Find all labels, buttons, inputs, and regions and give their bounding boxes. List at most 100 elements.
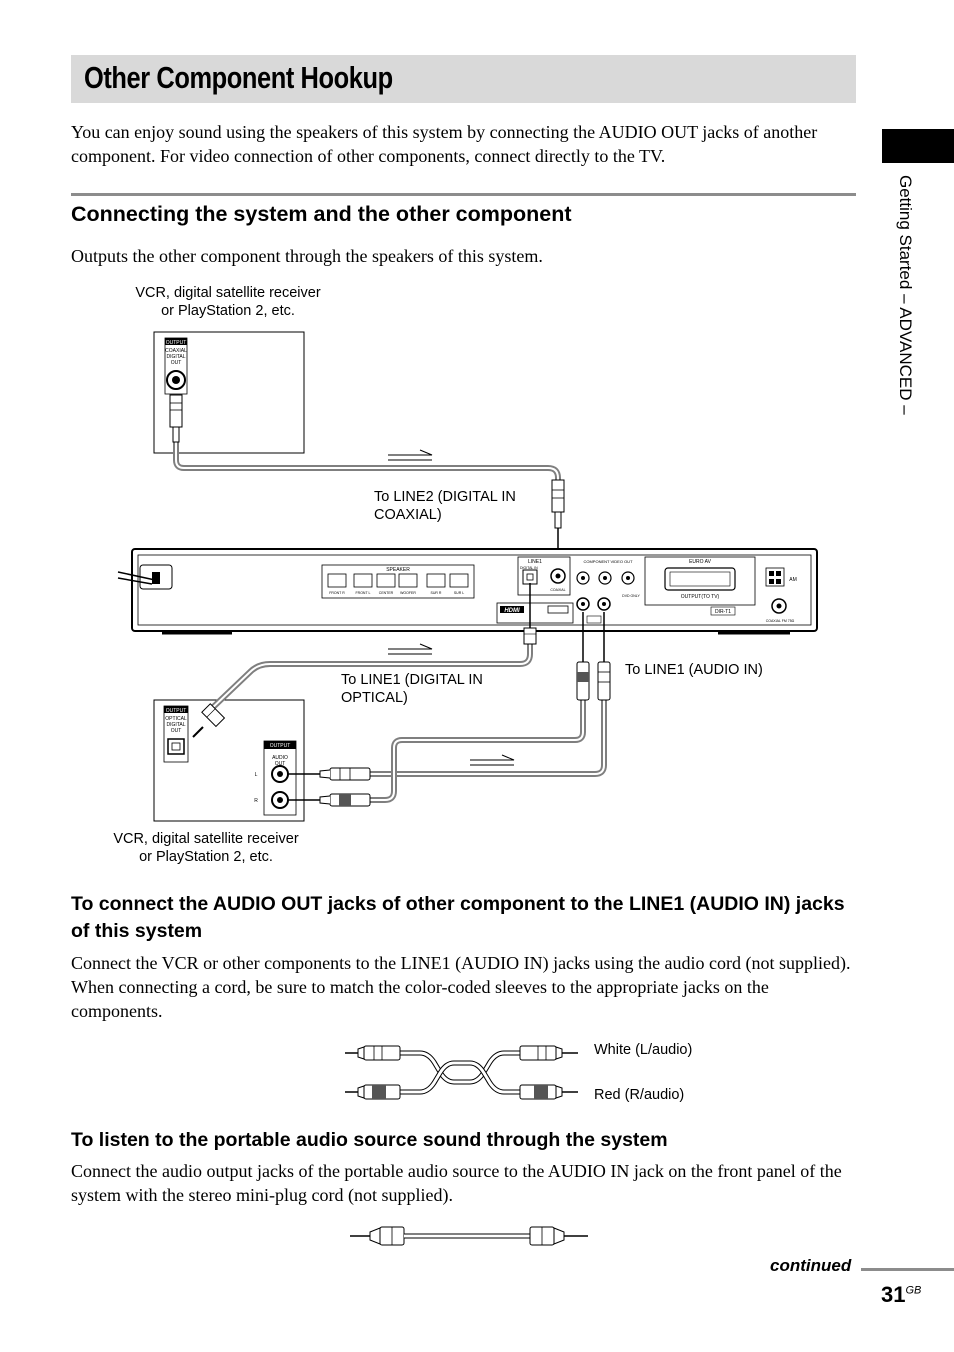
hdmi-text: HDMI	[504, 608, 520, 614]
line2-label-line1: To LINE2 (DIGITAL IN	[374, 489, 516, 505]
section-text: Outputs the other component through the …	[71, 246, 543, 266]
audio-in-r-jack	[597, 597, 611, 611]
center-text: CENTER	[379, 591, 394, 595]
speaker-text: SPEAKER	[386, 567, 410, 573]
bottom-device-box	[153, 699, 305, 822]
audio-out-r-jack	[271, 791, 289, 809]
portable-audio-paragraph: Connect the audio output jacks of the po…	[71, 1161, 842, 1205]
top-coaxial-text: COAXIAL	[165, 348, 187, 354]
top-output-panel	[164, 337, 188, 395]
euro-av-text: EURO AV	[689, 559, 712, 565]
woofer-text: WOOFER	[400, 591, 416, 595]
dvd-only-text: DVD ONLY	[622, 594, 640, 598]
rca-plug-white-top	[597, 661, 611, 701]
surr-r-text: SUR R	[431, 591, 442, 595]
euro-av-section	[644, 556, 756, 606]
page-number-value: 31	[881, 1282, 906, 1307]
fm-jack	[771, 598, 787, 614]
front-r-text: FRONT R	[329, 591, 345, 595]
side-tab: Getting Started – ADVANCED –	[891, 175, 915, 485]
section-heading: Connecting the system and the other comp…	[71, 202, 572, 226]
subheading-audio-out: To connect the AUDIO OUT jacks of other …	[71, 893, 845, 942]
optical-plug-bottom	[201, 703, 226, 728]
side-block	[882, 129, 954, 163]
front-l-text: FRONT L	[356, 591, 371, 595]
scart-connector	[664, 567, 736, 591]
cord-white-left-plug	[363, 1045, 401, 1061]
line1-optical-label-line2: OPTICAL)	[341, 690, 408, 706]
white-audio-label: White (L/audio)	[594, 1042, 693, 1058]
page-title: Other Component Hookup	[84, 60, 393, 95]
intro-paragraph: You can enjoy sound using the speakers o…	[71, 122, 818, 166]
coaxial-in-jack	[550, 568, 566, 584]
speaker-jacks	[327, 573, 469, 588]
mini-plug-cord-illustration	[350, 1226, 588, 1246]
audio-out-text: OUT	[275, 761, 286, 767]
audio-in-l-jack	[576, 597, 590, 611]
optical-out-jack	[167, 738, 185, 755]
l-text: L	[255, 772, 258, 778]
audio-cable-white	[370, 700, 607, 777]
cord-white-right-plug	[519, 1045, 557, 1061]
coaxial-cable	[173, 395, 561, 490]
line1-optical-label: To LINE1 (DIGITAL IN OPTICAL)	[341, 671, 483, 707]
bottom-output-text: OUTPUT	[166, 708, 187, 714]
am-terminal	[765, 567, 785, 587]
line1-optical-label-line1: To LINE1 (DIGITAL IN	[341, 672, 483, 688]
cord-red-right-plug	[519, 1084, 557, 1100]
hdmi-section	[496, 602, 574, 624]
rca-plug-white-bottom	[329, 767, 371, 781]
top-output-text: OUTPUT	[166, 340, 187, 346]
audio-out-l-jack	[271, 765, 289, 783]
line2-coaxial-text: COAXIAL	[550, 588, 565, 592]
top-coaxial-jack	[166, 370, 186, 390]
surr-l-text: SUR L	[454, 591, 464, 595]
device-top-label-line1: VCR, digital satellite receiver	[135, 285, 321, 301]
rca-plug-red-bottom	[329, 793, 371, 807]
speaker-terminals	[321, 564, 475, 599]
device-bottom-label: VCR, digital satellite receiver or PlayS…	[98, 830, 314, 866]
side-tab-label: Getting Started – ADVANCED –	[896, 175, 915, 415]
am-text: AM	[789, 577, 797, 583]
line1-text: LINE1	[528, 559, 542, 565]
audio-cord-illustration	[345, 1045, 578, 1100]
top-out-text: OUT	[171, 360, 182, 366]
device-bottom-label-line2: or PlayStation 2, etc.	[139, 849, 273, 865]
hdmi-out-jack	[547, 605, 569, 614]
signal-arrow-bottom	[470, 754, 515, 766]
page-number-suffix: GB	[905, 1284, 922, 1297]
optical-plug-top	[523, 627, 537, 645]
red-audio-label: Red (R/audio)	[594, 1087, 685, 1103]
component-video-text: COMPONENT VIDEO OUT	[583, 559, 633, 564]
signal-arrow-top	[388, 449, 433, 461]
bottom-out-text: OUT	[171, 728, 182, 734]
section-divider	[71, 193, 856, 196]
dir-t1-text: DIR-T1	[715, 609, 731, 615]
device-bottom-label-line1: VCR, digital satellite receiver	[113, 831, 299, 847]
line-digital-section	[517, 556, 571, 596]
page-number: 31GB	[881, 1282, 921, 1308]
top-device-box	[153, 331, 305, 454]
main-unit-panel	[131, 548, 818, 632]
top-digital-text: DIGITAL	[166, 354, 185, 360]
device-top-label: VCR, digital satellite receiver or PlayS…	[120, 284, 336, 320]
cord-red-left-plug	[363, 1084, 401, 1100]
line1-audio-label: To LINE1 (AUDIO IN)	[625, 662, 763, 678]
digital-in-text: DIGITAL IN	[520, 566, 538, 570]
continued-label: continued	[770, 1256, 852, 1275]
coaxial-plug-top	[169, 394, 183, 428]
audio-cable-red	[370, 700, 586, 803]
line2-coaxial-label: To LINE2 (DIGITAL IN COAXIAL)	[374, 488, 516, 524]
audio-text: AUDIO	[272, 755, 288, 761]
signal-arrow-middle	[388, 643, 433, 655]
rca-plug-red-top	[576, 661, 590, 701]
optical-in-jack	[522, 569, 538, 585]
bottom-digital-text: DIGITAL	[166, 722, 185, 728]
device-top-label-line2: or PlayStation 2, etc.	[161, 303, 295, 319]
coaxial-fm-text: COAXIAL FM 75Ω	[766, 619, 795, 623]
subheading-portable-audio: To listen to the portable audio source s…	[71, 1129, 668, 1151]
bottom-optical-panel	[163, 705, 189, 763]
audio-out-paragraph: Connect the VCR or other components to t…	[71, 953, 851, 1021]
r-text: R	[254, 798, 258, 804]
power-cord	[117, 571, 156, 585]
